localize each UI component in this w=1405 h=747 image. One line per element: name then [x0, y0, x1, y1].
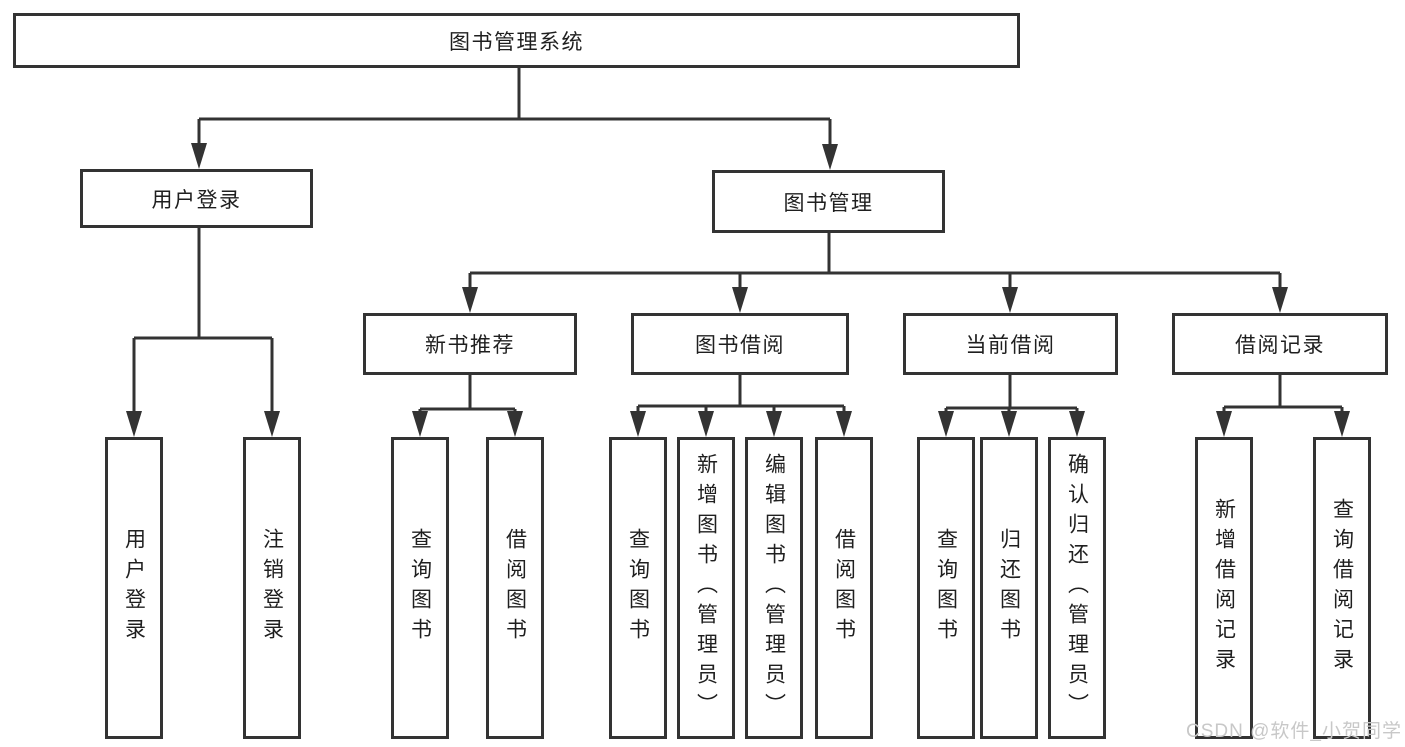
arrowhead — [732, 287, 748, 313]
node-book-management: 图书管理 — [712, 170, 945, 233]
arrowhead — [1001, 411, 1017, 437]
arrowhead — [1334, 411, 1350, 437]
leaf-user-login: 用户登录 — [105, 437, 163, 739]
arrowhead — [264, 411, 280, 437]
leaf-add-borrow-record: 新增借阅记录 — [1195, 437, 1253, 739]
leaf-label: 新增图书（管理员） — [694, 453, 718, 723]
arrowhead — [822, 144, 838, 170]
leaf-query-books-current: 查询图书 — [917, 437, 975, 739]
leaf-confirm-return-admin: 确认归还（管理员） — [1048, 437, 1106, 739]
leaf-query-books-recommend: 查询图书 — [391, 437, 449, 739]
arrowhead — [938, 411, 954, 437]
leaf-return-book: 归还图书 — [980, 437, 1038, 739]
csdn-watermark: CSDN @软件_小贺同学 — [1186, 721, 1402, 742]
node-borrowing-records: 借阅记录 — [1172, 313, 1388, 375]
leaf-label: 借阅图书 — [503, 528, 527, 648]
arrowhead — [1216, 411, 1232, 437]
arrowhead — [191, 143, 207, 169]
arrowhead — [836, 411, 852, 437]
arrowhead — [126, 411, 142, 437]
arrowhead — [1002, 287, 1018, 313]
leaf-label: 确认归还（管理员） — [1065, 453, 1089, 723]
arrowhead — [1272, 287, 1288, 313]
leaf-logout: 注销登录 — [243, 437, 301, 739]
node-book-borrowing: 图书借阅 — [631, 313, 849, 375]
leaf-query-borrow-record: 查询借阅记录 — [1313, 437, 1371, 739]
leaf-label: 新增借阅记录 — [1212, 498, 1236, 678]
leaf-label: 用户登录 — [122, 528, 146, 648]
node-new-book-recommendation: 新书推荐 — [363, 313, 577, 375]
leaf-label: 查询借阅记录 — [1330, 498, 1354, 678]
leaf-label: 编辑图书（管理员） — [762, 453, 786, 723]
leaf-query-books-borrow: 查询图书 — [609, 437, 667, 739]
arrowhead — [630, 411, 646, 437]
leaf-label: 归还图书 — [997, 528, 1021, 648]
leaf-label: 借阅图书 — [832, 528, 856, 648]
arrowhead — [462, 287, 478, 313]
node-user-login: 用户登录 — [80, 169, 313, 228]
leaf-label: 查询图书 — [626, 528, 650, 648]
leaf-label: 查询图书 — [934, 528, 958, 648]
leaf-add-book-admin: 新增图书（管理员） — [677, 437, 735, 739]
leaf-label: 查询图书 — [408, 528, 432, 648]
arrowhead — [766, 411, 782, 437]
arrowhead — [412, 411, 428, 437]
arrowhead — [698, 411, 714, 437]
node-library-management-system: 图书管理系统 — [13, 13, 1020, 68]
node-current-borrowing: 当前借阅 — [903, 313, 1118, 375]
arrowhead — [507, 411, 523, 437]
leaf-label: 注销登录 — [260, 528, 284, 648]
leaf-borrow-books: 借阅图书 — [815, 437, 873, 739]
leaf-edit-book-admin: 编辑图书（管理员） — [745, 437, 803, 739]
leaf-borrow-books-recommend: 借阅图书 — [486, 437, 544, 739]
arrowhead — [1069, 411, 1085, 437]
